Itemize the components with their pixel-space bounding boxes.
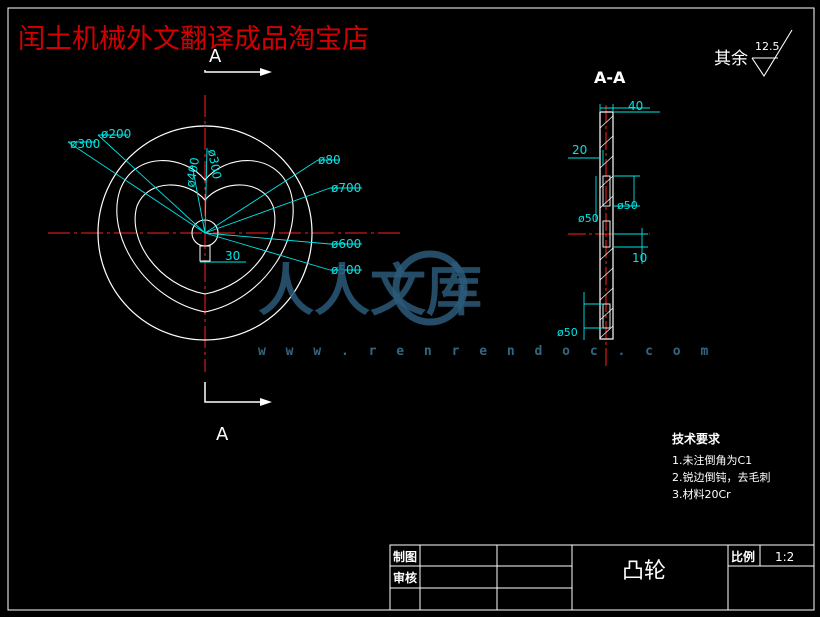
section-dim-lines bbox=[568, 104, 660, 340]
watermark: 人人文库 w w w . r e n r e n d o c . c o m bbox=[258, 250, 714, 359]
tech-item-1: 1.未注倒角为C1 bbox=[672, 453, 752, 467]
dim-d300-top: ø300 bbox=[205, 148, 224, 180]
tech-requirements: 技术要求 1.未注倒角为C1 2.锐边倒钝，去毛刺 3.材料20Cr bbox=[672, 431, 771, 501]
roughness-prefix: 其余 bbox=[714, 49, 748, 69]
section-label-top: A bbox=[209, 46, 222, 67]
front-dim-text: ø300 ø200 ø400 ø300 ø80 ø700 ø600 ø500 3… bbox=[70, 127, 361, 277]
section-plate bbox=[599, 111, 614, 340]
section-hatch bbox=[599, 115, 614, 339]
part-name: 凸轮 bbox=[622, 559, 666, 584]
dim-d700: ø700 bbox=[331, 181, 361, 195]
tech-item-3: 3.材料20Cr bbox=[672, 487, 731, 501]
section-groove-lower bbox=[602, 303, 611, 329]
dim-d300-left: ø300 bbox=[70, 137, 100, 151]
section-view: A-A bbox=[557, 68, 660, 368]
section-bore bbox=[602, 220, 611, 248]
section-arrow-bottom bbox=[204, 382, 260, 403]
dim-d600: ø600 bbox=[331, 237, 361, 251]
dim-d80: ø80 bbox=[318, 153, 341, 167]
dim-d500: ø500 bbox=[331, 263, 361, 277]
drawn-label: 制图 bbox=[393, 549, 417, 564]
outer-circle bbox=[97, 125, 313, 341]
title-block-border bbox=[389, 544, 815, 611]
section-label-bottom: A bbox=[216, 424, 229, 445]
front-dim-lines bbox=[67, 134, 362, 271]
dim-20: 20 bbox=[572, 143, 587, 157]
section-view-title: A-A bbox=[594, 68, 626, 87]
dim-d50-bottom: ø50 bbox=[557, 326, 578, 339]
section-arrowhead-top bbox=[260, 68, 272, 76]
shop-banner: 闰土机械外文翻译成品淘宝店 bbox=[18, 24, 369, 55]
watermark-logo-icon bbox=[392, 250, 468, 326]
dim-d50-left: ø50 bbox=[578, 212, 599, 225]
section-arrow-top bbox=[204, 70, 260, 73]
dim-10: 10 bbox=[632, 251, 647, 265]
watermark-text: 人人文库 bbox=[258, 259, 482, 324]
dim-d400: ø400 bbox=[183, 156, 202, 188]
dim-40: 40 bbox=[628, 99, 643, 113]
keyway bbox=[199, 245, 211, 262]
dim-30: 30 bbox=[225, 249, 240, 263]
scale-value: 1:2 bbox=[775, 550, 794, 564]
title-block: 制图 审核 凸轮 比例 1:2 bbox=[389, 544, 815, 611]
scale-label: 比例 bbox=[731, 549, 755, 564]
cam-groove-inner bbox=[134, 184, 276, 295]
front-view: A A ø300 ø200 bbox=[48, 46, 400, 445]
section-arrowhead-bottom bbox=[260, 398, 272, 406]
checked-label: 审核 bbox=[393, 570, 417, 585]
roughness-symbol: 其余 12.5 bbox=[714, 29, 793, 78]
dim-d200: ø200 bbox=[101, 127, 131, 141]
roughness-value: 12.5 bbox=[755, 40, 780, 53]
watermark-url: w w w . r e n r e n d o c . c o m bbox=[258, 344, 714, 359]
dim-d50-right: ø50 bbox=[617, 199, 638, 212]
title-block-grid bbox=[390, 545, 814, 610]
tech-title: 技术要求 bbox=[672, 431, 721, 446]
cam-groove-outer bbox=[116, 160, 294, 313]
tech-item-2: 2.锐边倒钝，去毛刺 bbox=[672, 470, 771, 484]
roughness-check-icon bbox=[751, 29, 793, 78]
section-groove-upper bbox=[602, 175, 611, 207]
